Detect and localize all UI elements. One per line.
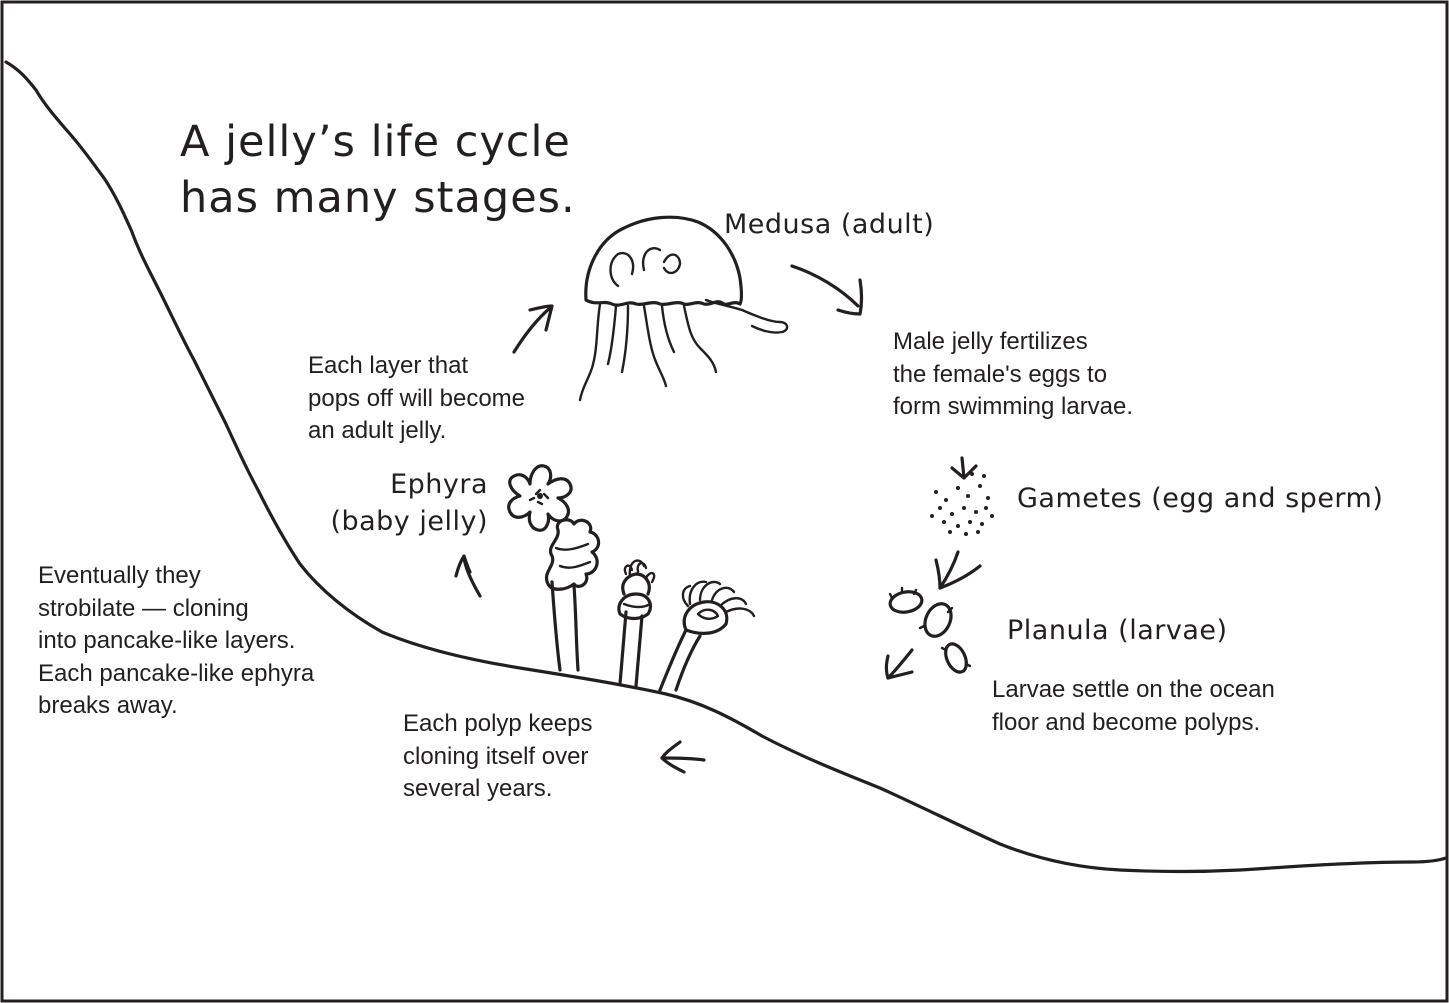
note-settle: Larvae settle on the ocean floor and bec… xyxy=(992,674,1275,739)
note-strobilate: Eventually they strobilate — cloning int… xyxy=(38,560,314,723)
arrow-planula-to-polyp xyxy=(887,650,913,678)
medusa-drawing xyxy=(580,217,787,400)
arrow-ephyra-to-medusa xyxy=(514,306,552,352)
stage-label-planula: Planula (larvae) xyxy=(1007,612,1228,649)
gametes-drawing xyxy=(930,458,994,536)
arrow-medusa-to-gametes xyxy=(792,266,862,314)
ephyra-drawing xyxy=(509,466,571,531)
stage-label-ephyra: Ephyra (baby jelly) xyxy=(300,466,488,540)
page-title: A jelly’s life cycle has many stages. xyxy=(180,114,576,226)
note-layer: Each layer that pops off will become an … xyxy=(308,350,525,448)
arrow-polyp-to-ephyra xyxy=(456,556,480,596)
polyp-drawings xyxy=(546,520,754,690)
arrow-gametes-to-planula xyxy=(936,552,980,588)
stage-label-gametes: Gametes (egg and sperm) xyxy=(1017,480,1383,517)
stage-label-medusa: Medusa (adult) xyxy=(724,206,934,243)
arrow-polyp-cloning xyxy=(662,742,704,772)
note-fertilize: Male jelly fertilizes the female's eggs … xyxy=(893,326,1133,424)
note-polyp-cloning: Each polyp keeps cloning itself over sev… xyxy=(403,708,592,806)
